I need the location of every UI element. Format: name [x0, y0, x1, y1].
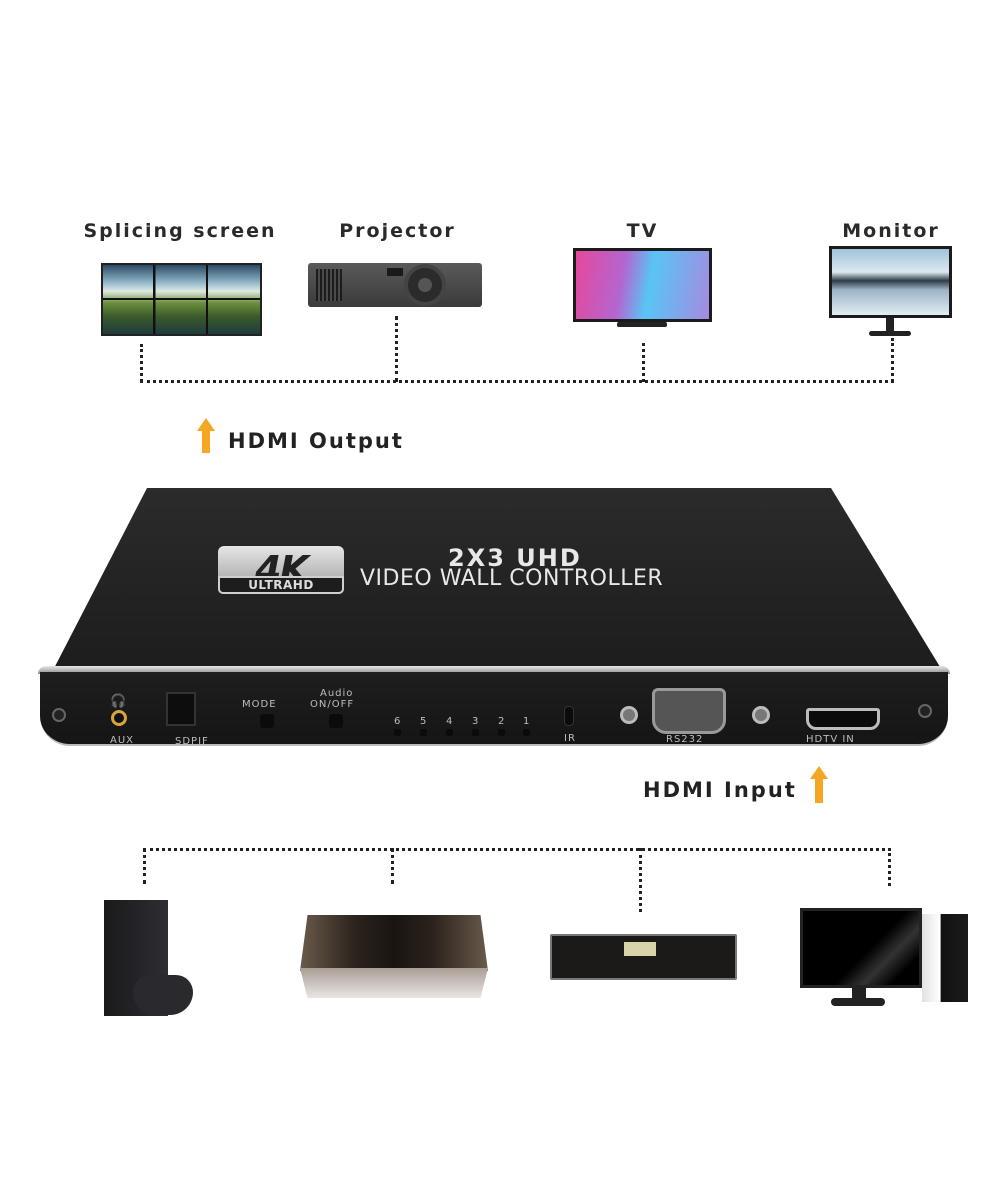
output-arrow-icon: [197, 418, 215, 453]
desktop-computer-icon: [800, 908, 922, 988]
output-bus-line: [140, 380, 894, 383]
output-label-tv: TV: [626, 220, 659, 242]
output-label-projector: Projector: [339, 220, 456, 242]
rs232-screw-right: [752, 706, 770, 724]
monitor-base: [869, 331, 911, 336]
mode-label: MODE: [242, 699, 277, 710]
mode-button[interactable]: [260, 714, 274, 728]
monitor-icon: [829, 246, 952, 318]
ir-label: IR: [564, 733, 576, 744]
led-5: [420, 729, 427, 736]
video-wall-controller: 4K ULTRAHD 2X3 UHD VIDEO WALL CONTROLLER…: [38, 488, 950, 750]
led-1: [523, 729, 530, 736]
led-label-5: 5: [420, 716, 427, 727]
media-player-base: [300, 968, 488, 998]
hdmi-input-port[interactable]: [806, 708, 880, 730]
amplifier-display: [624, 942, 656, 956]
led-label-1: 1: [523, 716, 530, 727]
led-label-6: 6: [394, 716, 401, 727]
left-screw-icon: [52, 708, 66, 722]
projector-sensor: [387, 268, 403, 276]
right-screw-icon: [918, 704, 932, 718]
projector-vent: [316, 269, 342, 301]
ultrahd-badge: ULTRAHD: [218, 576, 344, 594]
monitor-neck: [886, 318, 894, 332]
hdmi-output-label: HDMI Output: [228, 429, 404, 453]
input-connector-computer: [888, 848, 891, 886]
led-4: [446, 729, 453, 736]
desktop-monitor-neck: [852, 988, 866, 1000]
input-connector-amplifier: [639, 848, 642, 912]
video-wall-icon: [101, 263, 262, 336]
controller-title-line2: VIDEO WALL CONTROLLER: [360, 566, 664, 591]
tv-icon: [573, 248, 712, 322]
controller-edge-trim: [38, 666, 950, 674]
pc-tower-icon: [922, 914, 968, 1002]
headphone-icon: 🎧: [110, 694, 128, 709]
led-3: [472, 729, 479, 736]
tv-stand: [617, 322, 667, 327]
output-label-splicing-screen: Splicing screen: [83, 220, 277, 242]
led-6: [394, 729, 401, 736]
game-controller-icon: [133, 975, 193, 1015]
spdif-port[interactable]: [166, 692, 196, 726]
hdmi-input-label: HDTV IN: [806, 734, 855, 745]
led-2: [498, 729, 505, 736]
media-player-icon: [300, 915, 488, 971]
rs232-screw-left: [620, 706, 638, 724]
output-connector-monitor: [891, 338, 894, 382]
projector-lens: [404, 264, 446, 306]
hdmi-input-section-label: HDMI Input: [643, 778, 797, 802]
ir-sensor-port[interactable]: [564, 706, 574, 726]
input-bus-line: [143, 848, 891, 851]
amplifier-icon: [550, 934, 737, 980]
output-label-monitor: Monitor: [842, 220, 940, 242]
aux-label: AUX: [110, 735, 135, 746]
led-label-4: 4: [446, 716, 453, 727]
led-label-3: 3: [472, 716, 479, 727]
output-connector-splice: [140, 344, 143, 382]
input-connector-console: [143, 848, 146, 884]
aux-jack[interactable]: [111, 710, 127, 726]
rs232-port[interactable]: [652, 688, 726, 734]
audio-label: Audio: [320, 688, 354, 699]
projector-icon: [308, 263, 482, 307]
rs232-label: RS232: [666, 734, 704, 745]
controller-top-panel: [48, 488, 948, 680]
input-arrow-icon: [810, 766, 828, 803]
audio-onoff-label: ON/OFF: [310, 699, 355, 710]
output-connector-tv: [642, 343, 645, 382]
controller-title-line1: 2X3 UHD: [448, 544, 582, 572]
desktop-monitor-base: [831, 998, 885, 1006]
output-connector-projector: [395, 316, 398, 382]
audio-toggle[interactable]: [329, 714, 343, 728]
spdif-label: SDPIF: [175, 736, 209, 747]
input-connector-player: [391, 848, 394, 884]
led-label-2: 2: [498, 716, 505, 727]
